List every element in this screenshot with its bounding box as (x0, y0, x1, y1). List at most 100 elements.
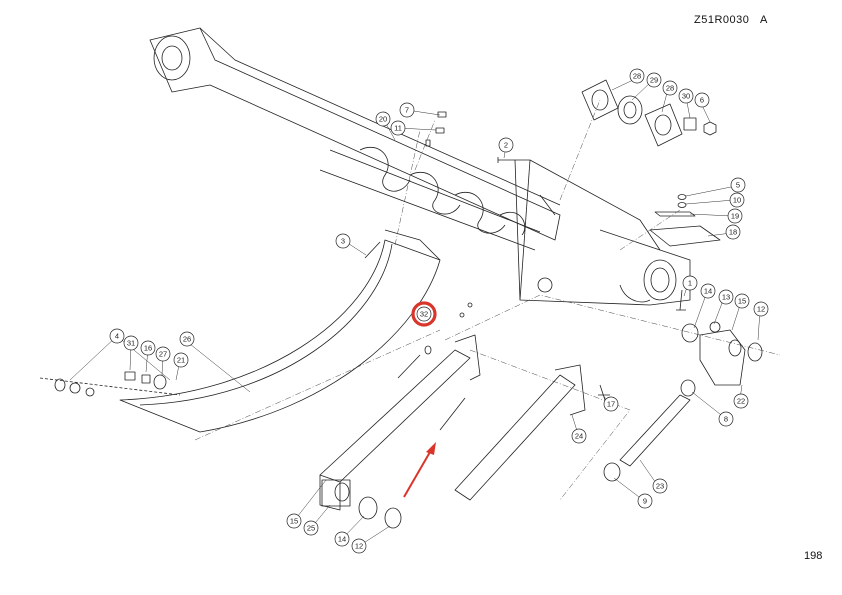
callout-13: 13 (718, 289, 734, 305)
callout-label: 24 (575, 432, 583, 441)
callout-6: 6 (694, 92, 710, 108)
callout-circle (700, 283, 716, 299)
callout-circle (399, 102, 415, 118)
callout-circle (629, 68, 645, 84)
callout-2: 2 (498, 137, 514, 153)
callout-circle (694, 92, 710, 108)
callout-26: 26 (179, 331, 195, 347)
callout-27: 27 (155, 346, 171, 362)
callout-label: 15 (290, 517, 298, 526)
callout-circle (571, 428, 587, 444)
auger-flighting (359, 146, 526, 236)
callout-label: 32 (420, 310, 428, 319)
callout-30: 30 (678, 88, 694, 104)
gearbox-housing (514, 159, 691, 306)
callout-18: 18 (725, 224, 741, 240)
lower-conveyor-beam (319, 334, 481, 529)
callout-14: 14 (334, 531, 350, 547)
callout-label: 12 (757, 305, 765, 314)
callout-circle (727, 208, 743, 224)
callout-label: 14 (338, 535, 346, 544)
callout-label: 26 (183, 335, 191, 344)
callout-label: 27 (159, 350, 167, 359)
callout-circle (351, 538, 367, 554)
callout-circle (729, 192, 745, 208)
callout-circle (179, 331, 195, 347)
callout-10: 10 (729, 192, 745, 208)
callout-label: 5 (736, 181, 740, 190)
callout-28: 28 (662, 80, 678, 96)
callout-circle (678, 88, 694, 104)
callout-circle (725, 224, 741, 240)
auger-tube (149, 27, 561, 251)
callout-19: 19 (727, 208, 743, 224)
callout-circle (718, 411, 734, 427)
callout-circle (603, 396, 619, 412)
callout-label: 31 (127, 339, 135, 348)
callout-24: 24 (571, 428, 587, 444)
callout-4: 4 (109, 328, 125, 344)
highlight-circle (411, 301, 437, 327)
callout-label: 9 (643, 497, 647, 506)
callout-32: 32 (416, 306, 432, 322)
callout-16: 16 (140, 340, 156, 356)
callout-28: 28 (629, 68, 645, 84)
callout-9: 9 (637, 493, 653, 509)
callout-label: 28 (666, 84, 674, 93)
callout-15: 15 (734, 293, 750, 309)
callout-17: 17 (603, 396, 619, 412)
callout-label: 20 (379, 115, 387, 124)
callout-20: 20 (375, 111, 391, 127)
callout-circle (303, 520, 319, 536)
callout-12: 12 (753, 301, 769, 317)
bearing-flanges (581, 79, 717, 147)
callout-12: 12 (351, 538, 367, 554)
callout-circle (498, 137, 514, 153)
callout-label: 15 (738, 297, 746, 306)
callout-circle (375, 111, 391, 127)
callout-circle (734, 293, 750, 309)
callout-circle (416, 306, 432, 322)
callout-31: 31 (123, 335, 139, 351)
drive-shaft-assembly (598, 321, 763, 482)
callout-3: 3 (335, 233, 351, 249)
callout-circle (109, 328, 125, 344)
left-hardware-cluster (39, 371, 181, 397)
callout-circle (733, 393, 749, 409)
callout-11: 11 (390, 120, 406, 136)
assembly-guide-lines (194, 99, 781, 501)
curved-boot-chute (119, 229, 441, 433)
callout-circle (730, 177, 746, 193)
callout-23: 23 (652, 478, 668, 494)
tube-bolts (364, 111, 686, 311)
callout-5: 5 (730, 177, 746, 193)
callout-label: 4 (115, 332, 119, 341)
callout-25: 25 (303, 520, 319, 536)
page-number: 198 (804, 550, 823, 562)
callout-label: 14 (704, 287, 712, 296)
callout-label: 25 (307, 524, 315, 533)
pins-near-32 (397, 302, 473, 431)
document-code: Z51R0030 A (694, 14, 768, 26)
callout-14: 14 (700, 283, 716, 299)
callout-label: 16 (144, 344, 152, 353)
callout-label: 21 (177, 356, 185, 365)
conveyor-belt-guide (454, 364, 586, 501)
callout-label: 30 (682, 92, 690, 101)
callout-circle (123, 335, 139, 351)
callout-circle (662, 80, 678, 96)
callout-circle (286, 513, 302, 529)
callout-label: 22 (737, 397, 745, 406)
callout-label: 19 (731, 212, 739, 221)
document-revision: A (760, 14, 768, 26)
callout-circle (390, 120, 406, 136)
callout-label: 29 (650, 76, 658, 85)
callout-15: 15 (286, 513, 302, 529)
callout-label: 17 (607, 400, 615, 409)
callout-label: 11 (394, 124, 402, 133)
callout-7: 7 (399, 102, 415, 118)
callout-label: 28 (633, 72, 641, 81)
cover-plates (649, 194, 721, 247)
